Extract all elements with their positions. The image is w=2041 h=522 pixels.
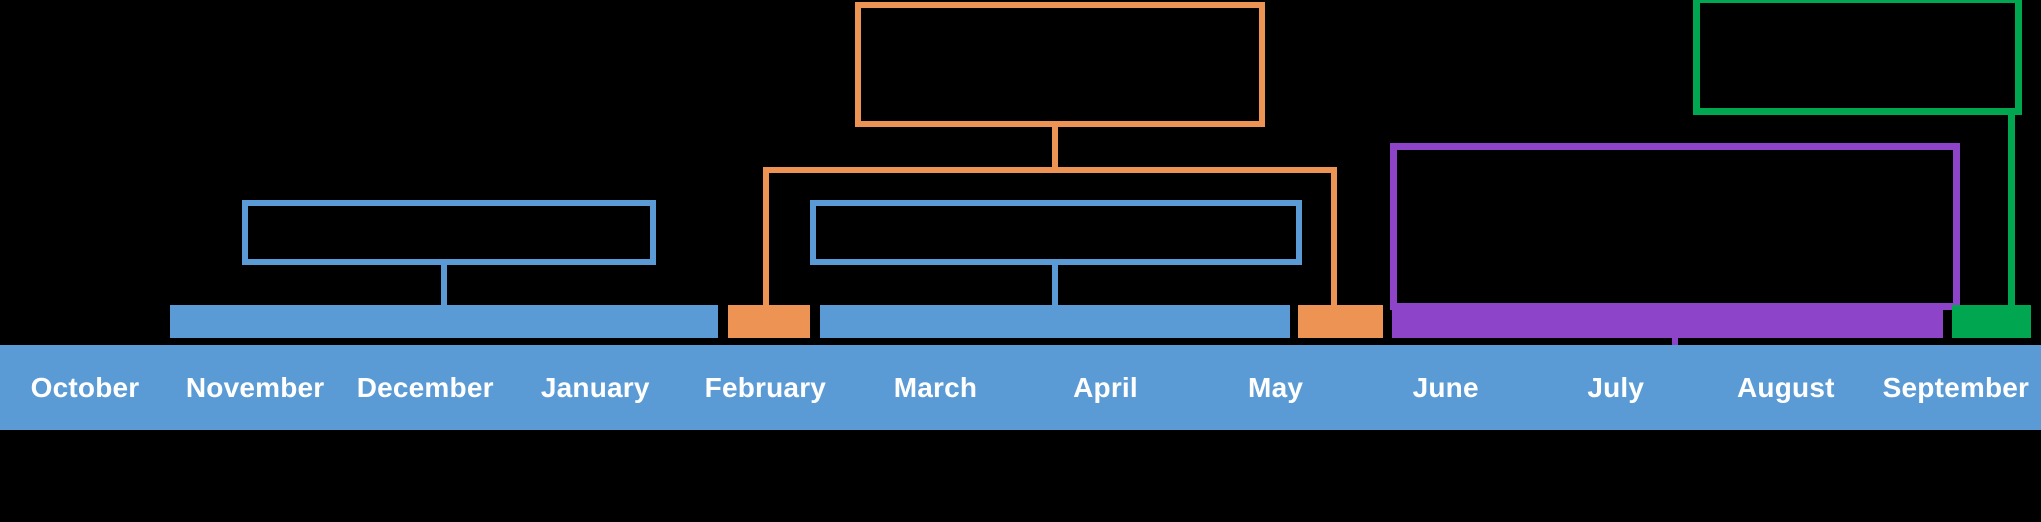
bracket-box-blue-center[interactable]	[810, 200, 1302, 265]
connector-green-stem	[2008, 110, 2015, 307]
segment-green-1[interactable]	[1952, 305, 2031, 338]
month-label-june[interactable]: June	[1412, 371, 1479, 403]
bracket-orange-wide-arm-right	[1331, 167, 1337, 308]
month-label-may[interactable]: May	[1248, 371, 1304, 403]
segment-blue-1[interactable]	[170, 305, 718, 338]
segment-orange-2[interactable]	[1298, 305, 1383, 338]
month-label-july[interactable]: July	[1587, 371, 1645, 403]
bracket-box-orange-top[interactable]	[855, 2, 1265, 127]
month-label-september[interactable]: September	[1882, 371, 2030, 403]
bracket-box-green-topright[interactable]	[1693, 0, 2022, 115]
month-label-august[interactable]: August	[1737, 371, 1835, 403]
month-label-december[interactable]: December	[356, 371, 494, 403]
bracket-box-blue-left[interactable]	[242, 200, 656, 265]
timeline-segment-strip	[0, 305, 2041, 342]
bracket-orange-wide-arm-left	[763, 167, 769, 308]
segment-purple-1[interactable]	[1392, 305, 1943, 338]
bracket-orange-wide-top	[763, 167, 1337, 173]
segment-blue-2[interactable]	[820, 305, 1290, 338]
month-label-october[interactable]: October	[30, 371, 140, 403]
connector-blue-center-stem	[1052, 262, 1058, 308]
connector-blue-left-stem	[441, 262, 447, 308]
month-label-april[interactable]: April	[1073, 371, 1138, 403]
month-label-january[interactable]: January	[540, 371, 650, 403]
month-axis: October November December January Februa…	[0, 345, 2041, 430]
month-label-february[interactable]: February	[704, 371, 827, 403]
connector-orange-top-stem	[1052, 124, 1058, 170]
month-label-march[interactable]: March	[893, 371, 978, 403]
month-label-november[interactable]: November	[185, 371, 325, 403]
bracket-box-purple-right[interactable]	[1390, 143, 1960, 310]
segment-orange-1[interactable]	[728, 305, 810, 338]
